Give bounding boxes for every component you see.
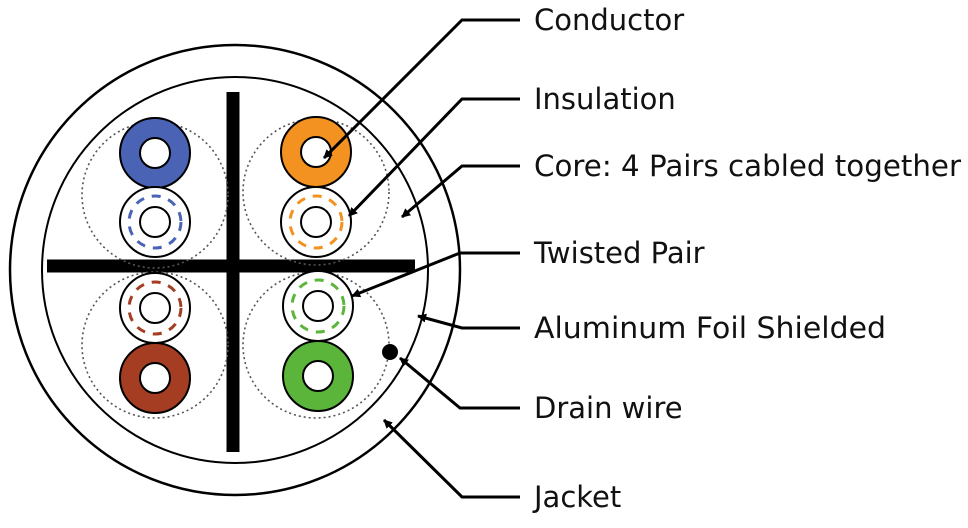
wire-green-solid — [282, 340, 354, 412]
label-drain: Drain wire — [534, 391, 683, 425]
label-core: Core: 4 Pairs cabled together — [534, 149, 961, 183]
label-twisted-pair: Twisted Pair — [533, 236, 705, 270]
wire-orange-solid — [280, 116, 352, 188]
label-foil: Aluminum Foil Shielded — [534, 311, 886, 345]
wire-brown-striped — [119, 272, 191, 344]
leader-foil — [417, 313, 520, 330]
leader-drain — [399, 356, 520, 410]
label-insulation: Insulation — [534, 82, 676, 116]
pair-boundary-blue — [81, 121, 229, 269]
pair-boundary-brown — [81, 271, 229, 419]
drain-wire-dot — [382, 344, 398, 360]
wire-orange-striped — [280, 186, 352, 258]
wire-blue-solid — [119, 117, 191, 189]
leader-jacket — [382, 418, 520, 499]
leader-core — [401, 164, 520, 219]
label-jacket: Jacket — [532, 480, 621, 514]
label-conductor: Conductor — [534, 3, 684, 37]
pair-boundary-orange — [242, 118, 390, 266]
leader-conductor — [322, 18, 520, 160]
leader-insulation — [347, 97, 520, 218]
wire-brown-solid — [119, 342, 191, 414]
wire-green-striped — [282, 270, 354, 342]
leader-twisted-pair — [351, 251, 520, 298]
wire-blue-striped — [119, 186, 191, 258]
